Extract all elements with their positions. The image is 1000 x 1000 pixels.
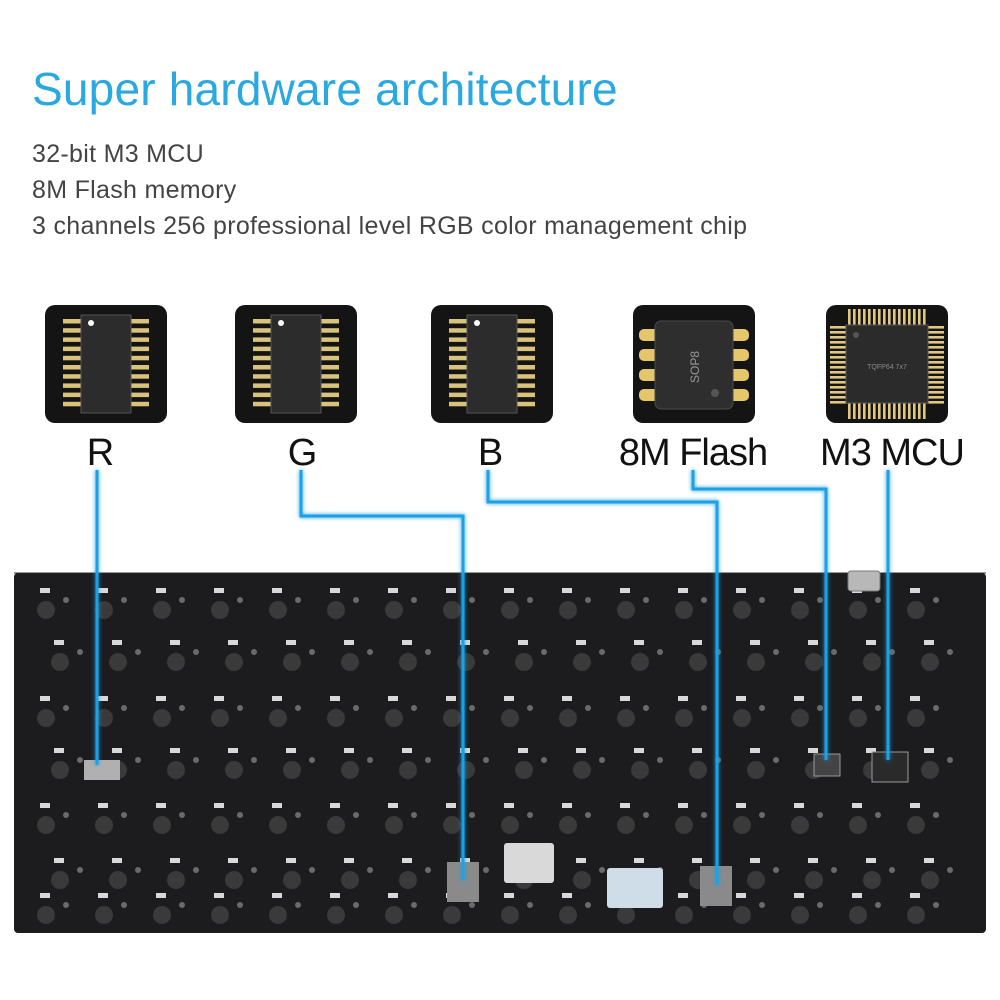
spec-rgb: 3 channels 256 professional level RGB co… [32,212,748,240]
page-title: Super hardware architecture [32,63,618,115]
sop8-marking: SOP8 [688,351,702,383]
soic-chip-icon [63,314,149,414]
chip-label-flash: 8M Flash [618,432,768,474]
driver-chip-r [84,760,120,780]
line-b [486,470,719,885]
chip-b-tile [431,305,553,423]
wireless-module [504,843,554,883]
soic-chip-icon [253,314,339,414]
spec-mcu: 32-bit M3 MCU [32,140,204,168]
usb-connector [847,570,881,592]
line-flash [691,470,828,760]
connector-lines [95,470,890,885]
line-g [299,470,465,880]
chip-r-tile [45,305,167,423]
chip-mcu-tile: TQFP64 7x7 [826,305,948,423]
chip-label-b: B [477,432,503,474]
chip-label-g: G [287,432,318,474]
mcu-chip-board [871,751,909,783]
mcu-module [607,868,663,908]
spec-flash: 8M Flash memory [32,176,237,204]
chip-g-tile [235,305,357,423]
chip-label-mcu: M3 MCU [820,432,965,474]
soic-chip-icon [449,314,535,414]
chip-label-r: R [86,432,114,474]
sop8-chip-icon: SOP8 [639,320,749,410]
tqfp-marking: TQFP64 7x7 [867,364,907,371]
chip-flash-tile: SOP8 [633,305,755,423]
spec-list: 32-bit M3 MCU 8M Flash memory 3 channels… [32,136,747,244]
keyboard-pcb [14,573,986,933]
tqfp-chip-icon: TQFP64 7x7 [830,309,944,419]
